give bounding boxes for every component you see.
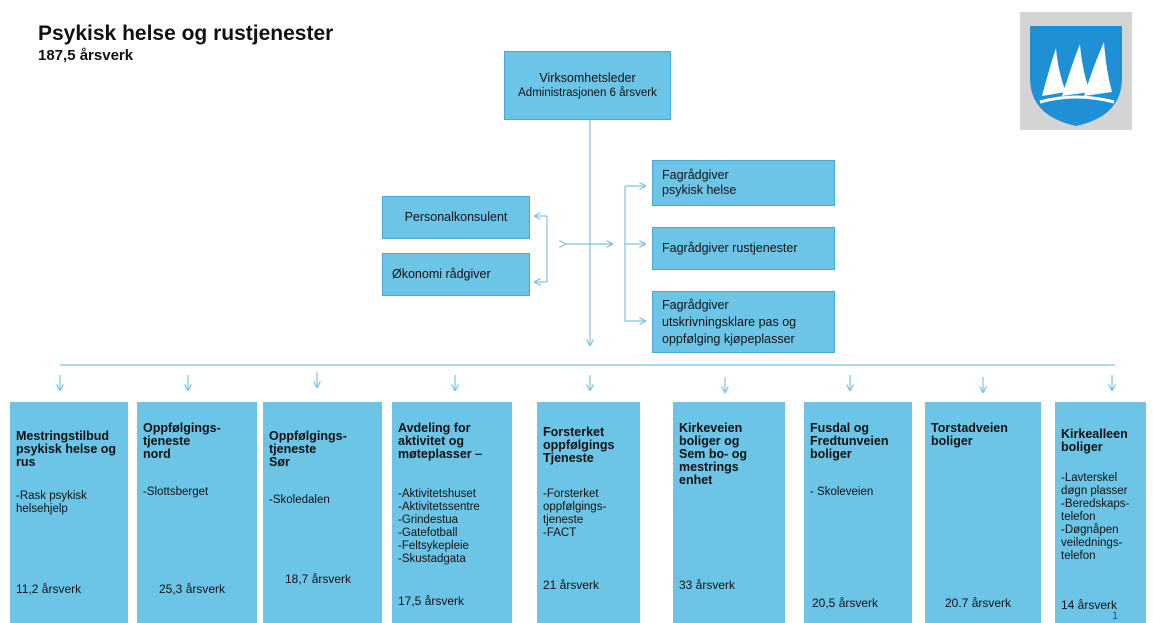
advisor-label: Fagrådgiver utskrivningsklare pas og opp… xyxy=(662,297,797,346)
advisor-label: Fagrådgiver psykisk helse xyxy=(662,168,737,197)
leader-admin: Administrasjonen 6 årsverk xyxy=(518,86,657,99)
advisor-box-utskrivningsklare: Fagrådgiver utskrivningsklare pas og opp… xyxy=(652,291,835,353)
unit-fusdal-fredtunveien: Fusdal og Fredtunveien boliger - Skoleve… xyxy=(804,402,912,623)
unit-oppfolging-sor: Oppfølgings- tjeneste Sør -Skoledalen 18… xyxy=(263,402,382,623)
unit-description: -Skoledalen xyxy=(269,494,330,506)
unit-name: Forsterket oppfølgings Tjeneste xyxy=(543,425,615,465)
leader-title: Virksomhetsleder xyxy=(539,70,636,85)
advisor-box-rustjenester: Fagrådgiver rustjenester xyxy=(652,227,835,270)
unit-fte: 20,5 årsverk xyxy=(812,596,879,610)
unit-kirkealleen: Kirkealleen boliger -Lavterskel døgn pla… xyxy=(1055,402,1146,623)
page-subtitle: 187,5 årsverk xyxy=(38,47,134,64)
unit-description: -Lavterskel døgn plasser -Beredskaps- te… xyxy=(1061,472,1130,562)
unit-name: Avdeling for aktivitet og møteplasser – xyxy=(398,421,483,461)
unit-description: -Forsterket oppfølgings- tjeneste -FACT xyxy=(543,488,607,539)
advisor-label: Fagrådgiver rustjenester xyxy=(662,241,798,255)
staff-box-personalkonsulent: Personalkonsulent xyxy=(382,196,530,239)
page-title: Psykisk helse og rustjenester xyxy=(38,22,334,45)
unit-name: Kirkeveien boliger og Sem bo- og mestrin… xyxy=(679,421,748,487)
unit-fte: 18,7 årsverk xyxy=(285,572,352,586)
unit-name: Oppfølgings- tjeneste nord xyxy=(143,421,221,461)
staff-label: Personalkonsulent xyxy=(404,210,508,224)
unit-kirkeveien: Kirkeveien boliger og Sem bo- og mestrin… xyxy=(673,402,785,623)
unit-fte: 14 årsverk xyxy=(1061,598,1118,612)
unit-forsterket-oppfolging: Forsterket oppfølgings Tjeneste -Forster… xyxy=(537,402,640,623)
unit-description: -Aktivitetshuset -Aktivitetssentre -Grin… xyxy=(398,488,480,565)
unit-oppfolging-nord: Oppfølgings- tjeneste nord -Slottsberget… xyxy=(137,402,257,623)
unit-description: -Rask psykisk helsehjelp xyxy=(16,490,87,515)
unit-name: Fusdal og Fredtunveien boliger xyxy=(810,421,889,461)
staff-box-okonomi: Økonomi rådgiver xyxy=(382,253,530,296)
page-number: 1 xyxy=(1112,610,1119,622)
unit-fte: 21 årsverk xyxy=(543,578,600,592)
leader-box: Virksomhetsleder Administrasjonen 6 årsv… xyxy=(504,51,671,120)
logo-panel xyxy=(1020,12,1132,130)
unit-fte: 11,2 årsverk xyxy=(16,582,82,596)
unit-fte: 17,5 årsverk xyxy=(398,594,465,608)
sails-coat-of-arms-icon xyxy=(1030,26,1122,126)
staff-label: Økonomi rådgiver xyxy=(392,267,491,281)
advisor-box-psykisk-helse: Fagrådgiver psykisk helse xyxy=(652,160,835,206)
unit-fte: 33 årsverk xyxy=(679,578,736,592)
unit-name: Torstadveien boliger xyxy=(931,421,1008,448)
unit-name: Mestringstilbud psykisk helse og rus xyxy=(16,429,117,469)
unit-torstadveien: Torstadveien boliger 20.7 årsverk xyxy=(925,402,1041,623)
unit-avdeling-aktivitet: Avdeling for aktivitet og møteplasser – … xyxy=(392,402,512,623)
unit-fte: 20.7 årsverk xyxy=(945,596,1012,610)
unit-fte: 25,3 årsverk xyxy=(159,582,226,596)
unit-name: Oppfølgings- tjeneste Sør xyxy=(269,429,347,469)
unit-mestringstilbud: Mestringstilbud psykisk helse og rus -Ra… xyxy=(10,402,128,623)
unit-description: -Slottsberget xyxy=(143,486,209,498)
unit-description: - Skoleveien xyxy=(810,486,874,498)
unit-name: Kirkealleen boliger xyxy=(1061,427,1128,454)
